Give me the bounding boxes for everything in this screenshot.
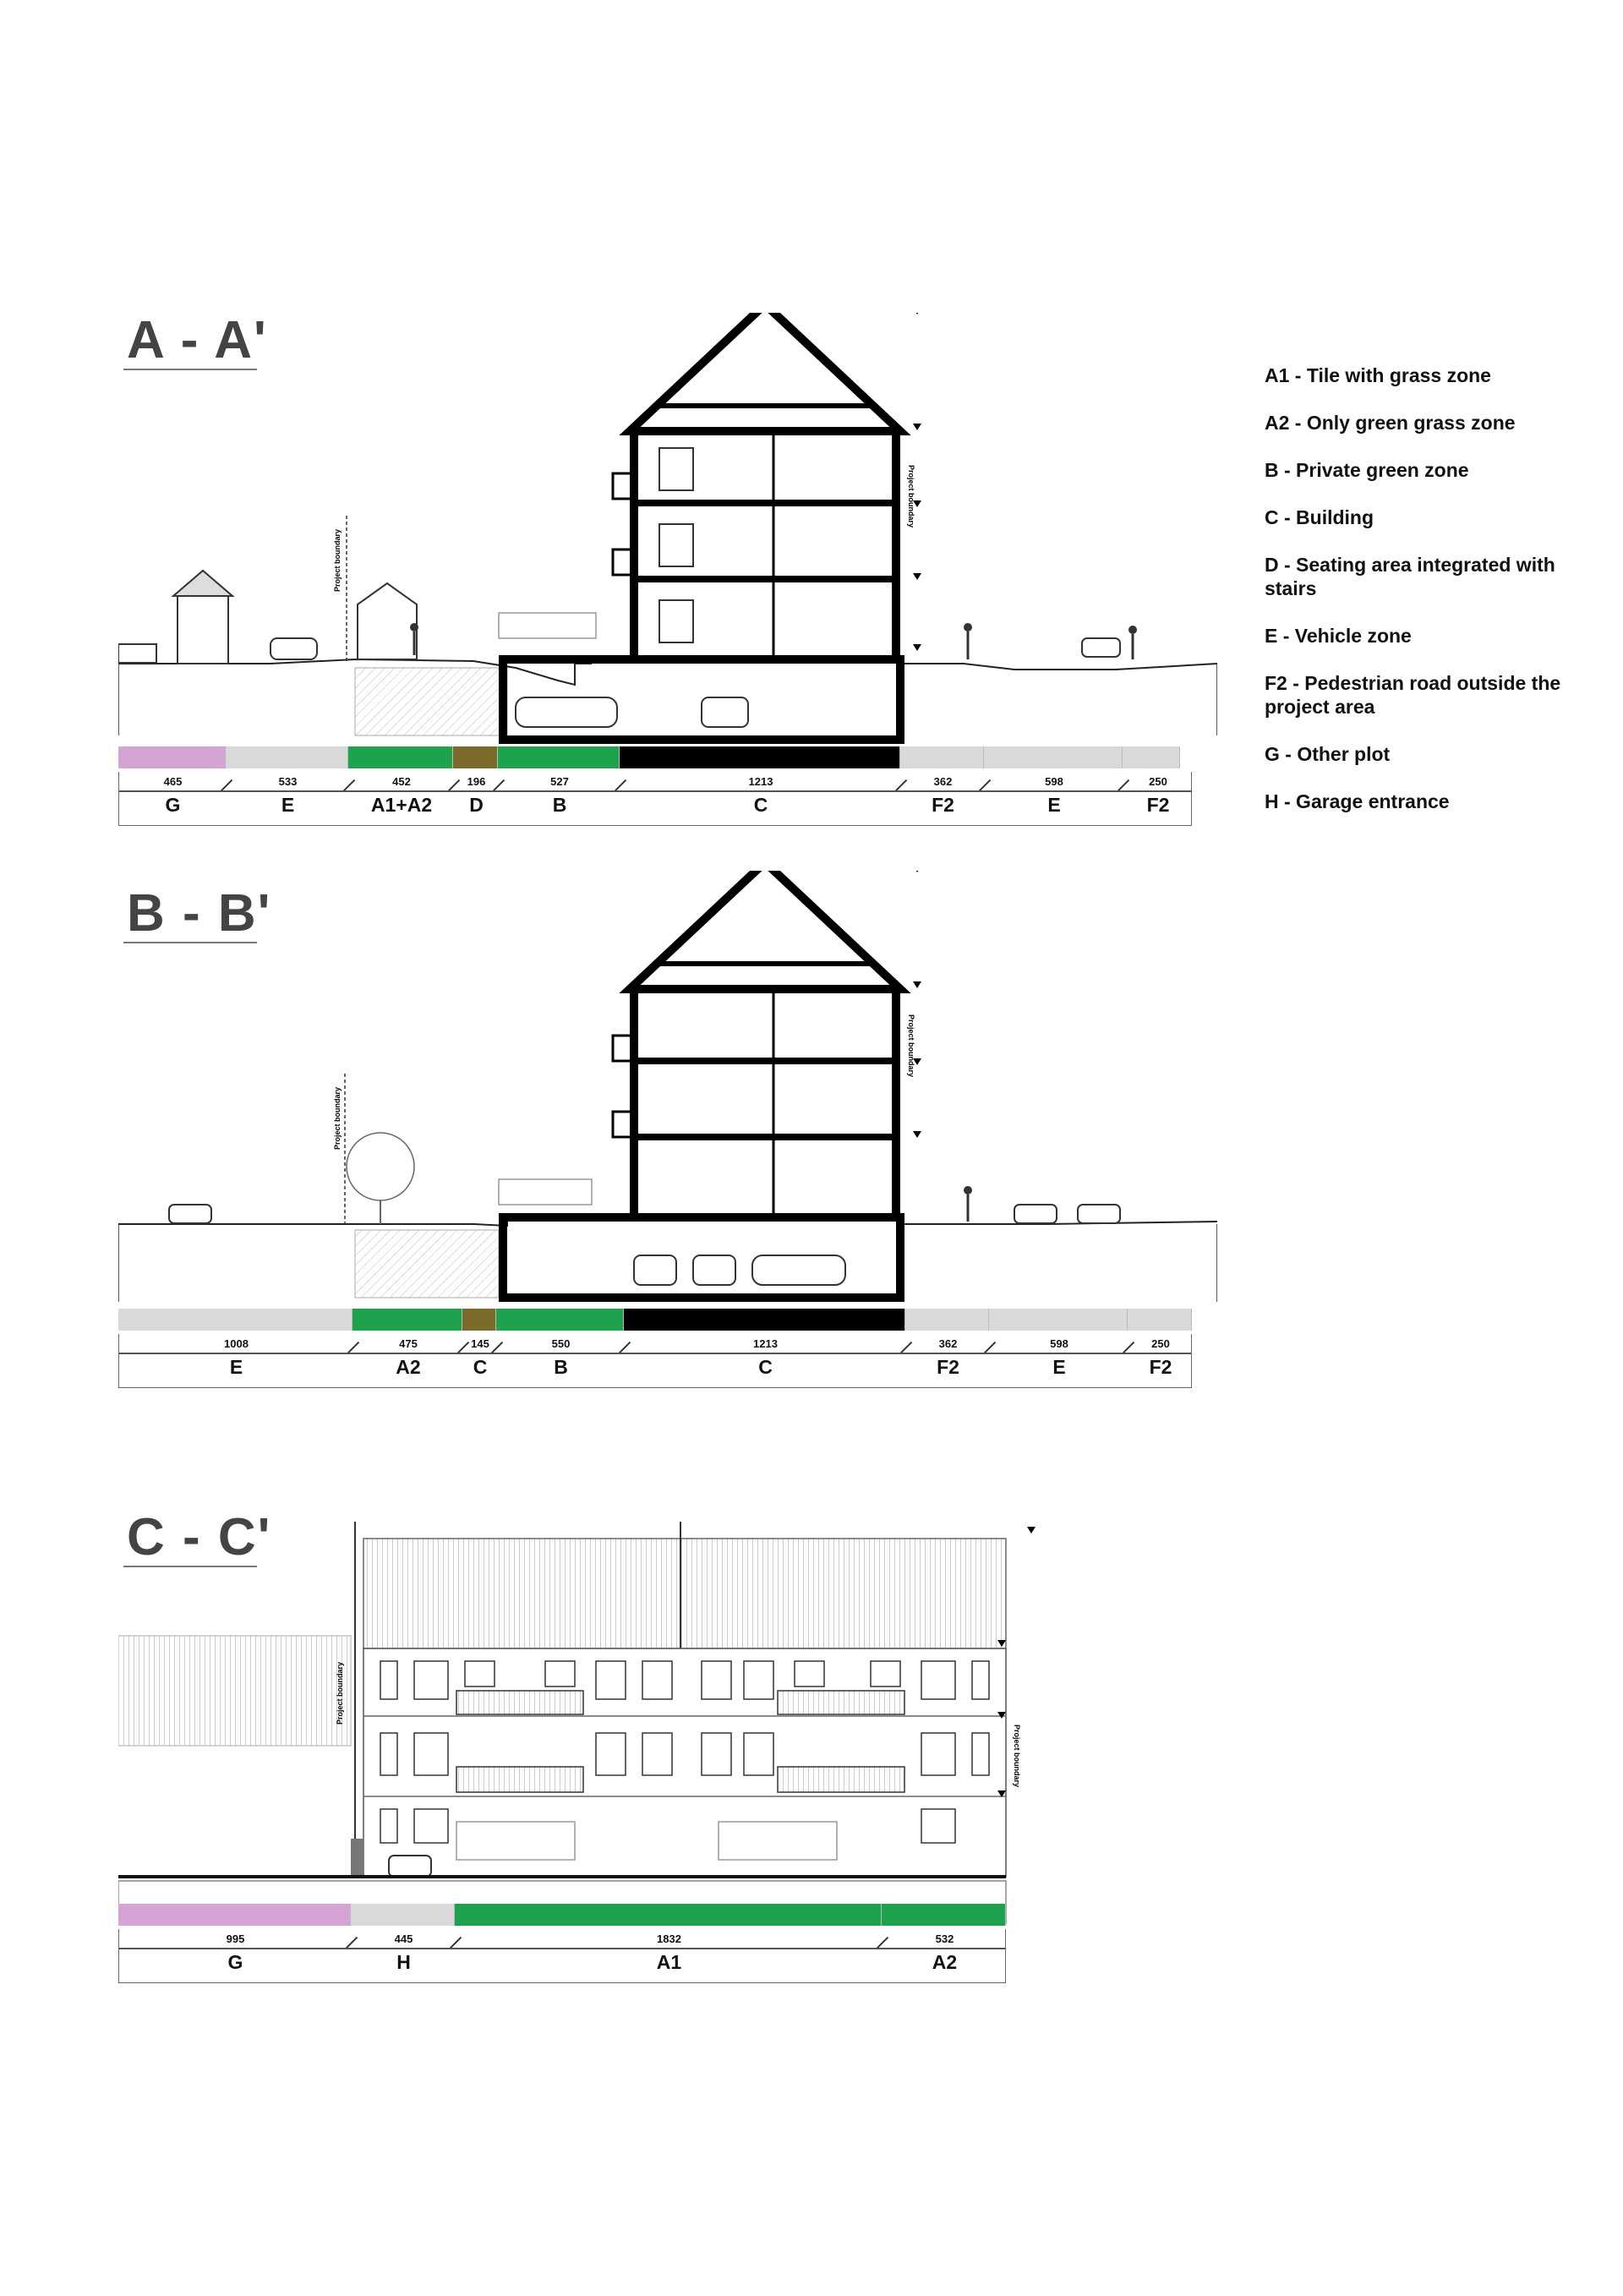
legend-item: A1 - Tile with grass zone [1265, 364, 1491, 386]
zone-seg [624, 1309, 905, 1331]
zone-seg [351, 1904, 455, 1926]
zone-seg [348, 746, 453, 768]
zone-seg [1128, 1309, 1192, 1331]
ground-line [118, 658, 592, 686]
zone-seg [496, 1309, 624, 1331]
zone-seg [352, 1309, 462, 1331]
zone-seg [984, 746, 1123, 768]
section-title-rule-b [123, 942, 257, 943]
zone-seg [498, 746, 620, 768]
section-title-c: C - C' [127, 1508, 272, 1566]
legend-item: F2 - Pedestrian road outside the project… [1265, 672, 1561, 718]
zone-strip-a [118, 746, 1192, 768]
zone-seg [905, 1309, 989, 1331]
zone-seg [1123, 746, 1180, 768]
zone-seg [455, 1904, 882, 1926]
legend-item: H - Garage entrance [1265, 790, 1450, 812]
zone-seg [620, 746, 900, 768]
section-c-drawing: Project boundary Project boundary [118, 1522, 1036, 1924]
project-boundary-label-left: Project boundary [333, 529, 342, 592]
roof [619, 313, 911, 435]
zone-seg [900, 746, 984, 768]
section-b-drawing: Project boundary Project boundary [118, 871, 1217, 1302]
legend: A1 - Tile with grass zone A2 - Only gree… [1265, 364, 1603, 837]
legend-item: C - Building [1265, 506, 1374, 528]
section-title-rule-a [123, 369, 257, 370]
zone-seg [226, 746, 348, 768]
section-a-drawing: Project boundary Project boundary [118, 313, 1217, 744]
project-boundary-label: Project boundary [1013, 1725, 1021, 1787]
legend-item: E - Vehicle zone [1265, 625, 1412, 647]
zone-seg [118, 1309, 352, 1331]
shed [177, 595, 229, 664]
project-boundary-label-left: Project boundary [333, 1087, 342, 1150]
section-title-a: A - A' [127, 311, 268, 369]
zone-strip-b [118, 1309, 1192, 1331]
section-title-b: B - B' [127, 884, 272, 943]
zone-seg [118, 746, 226, 768]
project-boundary-label-left: Project boundary [336, 1662, 344, 1725]
zone-seg [118, 1904, 351, 1926]
zone-seg [453, 746, 498, 768]
project-boundary-label: Project boundary [907, 465, 915, 528]
project-boundary-label: Project boundary [907, 1014, 915, 1077]
legend-item: D - Seating area integrated with stairs [1265, 554, 1555, 599]
car-icon [270, 637, 318, 660]
legend-item: A2 - Only green grass zone [1265, 412, 1516, 434]
building-body [630, 427, 900, 664]
zone-strip-c [118, 1904, 1006, 1926]
zone-seg [989, 1309, 1128, 1331]
zone-seg [882, 1904, 1006, 1926]
zone-seg [462, 1309, 496, 1331]
section-title-rule-c [123, 1566, 257, 1567]
legend-item: G - Other plot [1265, 743, 1391, 765]
legend-item: B - Private green zone [1265, 459, 1469, 481]
